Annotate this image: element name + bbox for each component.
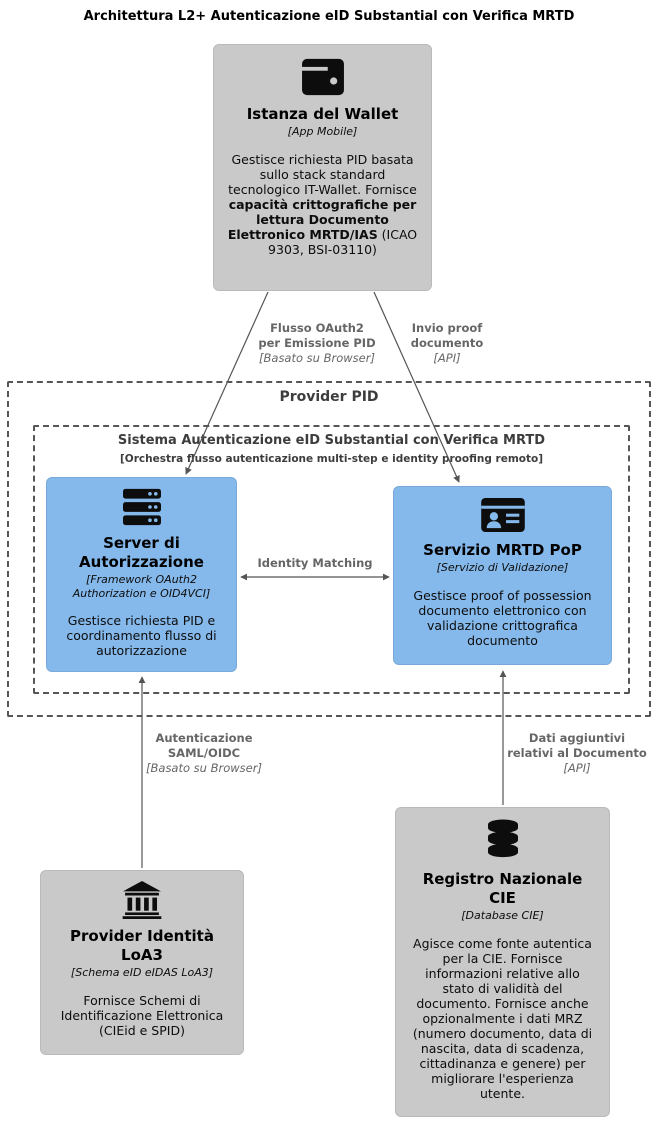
- boundary-provider-pid-label: Provider PID: [279, 389, 379, 405]
- node-title: Istanza del Wallet: [246, 105, 399, 123]
- edge-label-identity-matching: Identity Matching: [257, 556, 373, 570]
- database-icon: [483, 818, 523, 866]
- node-description: Agisce come fonte autentica per la CIE. …: [412, 935, 593, 1101]
- node-mrtd-pop: Servizio MRTD PoP [Servizio di Validazio…: [393, 486, 612, 665]
- node-title: Servizio MRTD PoP: [423, 541, 582, 559]
- boundary-sistema-label: Sistema Autenticazione eID Substantial c…: [117, 433, 546, 448]
- diagram-title: Architettura L2+ Autenticazione eID Subs…: [83, 9, 575, 24]
- edge-label-saml-oidc: Autenticazione SAML/OIDC [Basato su Brow…: [146, 731, 262, 775]
- id-card-icon: [480, 497, 526, 537]
- node-title: Server di Autorizzazione: [79, 534, 204, 571]
- wallet-icon: [299, 57, 346, 101]
- node-type: [Database CIE]: [461, 909, 544, 922]
- node-wallet: Istanza del Wallet [App Mobile] Gestisce…: [213, 44, 432, 291]
- bank-icon: [121, 881, 163, 923]
- node-identity-provider: Provider Identità LoA3 [Schema eID eIDAS…: [40, 870, 244, 1055]
- node-description: Gestisce richiesta PID basata sullo stac…: [227, 151, 418, 257]
- node-type: [App Mobile]: [287, 125, 358, 138]
- edge-label-proof-doc: Invio proof documento [API]: [410, 321, 484, 365]
- node-cie-registry: Registro Nazionale CIE [Database CIE] Ag…: [395, 807, 610, 1117]
- edge-label-dati-documento: Dati aggiuntivi relativi al Documento [A…: [507, 731, 647, 775]
- node-title: Provider Identità LoA3: [70, 927, 214, 964]
- node-type: [Framework OAuth2 Authorization e OID4VC…: [72, 573, 211, 600]
- node-auth-server: Server di Autorizzazione [Framework OAut…: [46, 477, 237, 672]
- boundary-sistema-sublabel: [Orchestra flusso autenticazione multi-s…: [119, 453, 544, 465]
- node-title: Registro Nazionale CIE: [422, 870, 583, 907]
- node-type: [Servizio di Validazione]: [436, 561, 569, 574]
- node-description: Fornisce Schemi di Identificazione Elett…: [60, 992, 224, 1038]
- node-type: [Schema eID eIDAS LoA3]: [70, 966, 214, 979]
- node-description: Gestisce richiesta PID e coordinamento f…: [66, 613, 217, 658]
- edge-label-oauth-pid: Flusso OAuth2 per Emissione PID [Basato …: [258, 321, 376, 365]
- server-icon: [120, 488, 164, 530]
- boundary-provider-pid: Provider PID: [7, 381, 651, 717]
- node-description: Gestisce proof of possession documento e…: [413, 587, 592, 648]
